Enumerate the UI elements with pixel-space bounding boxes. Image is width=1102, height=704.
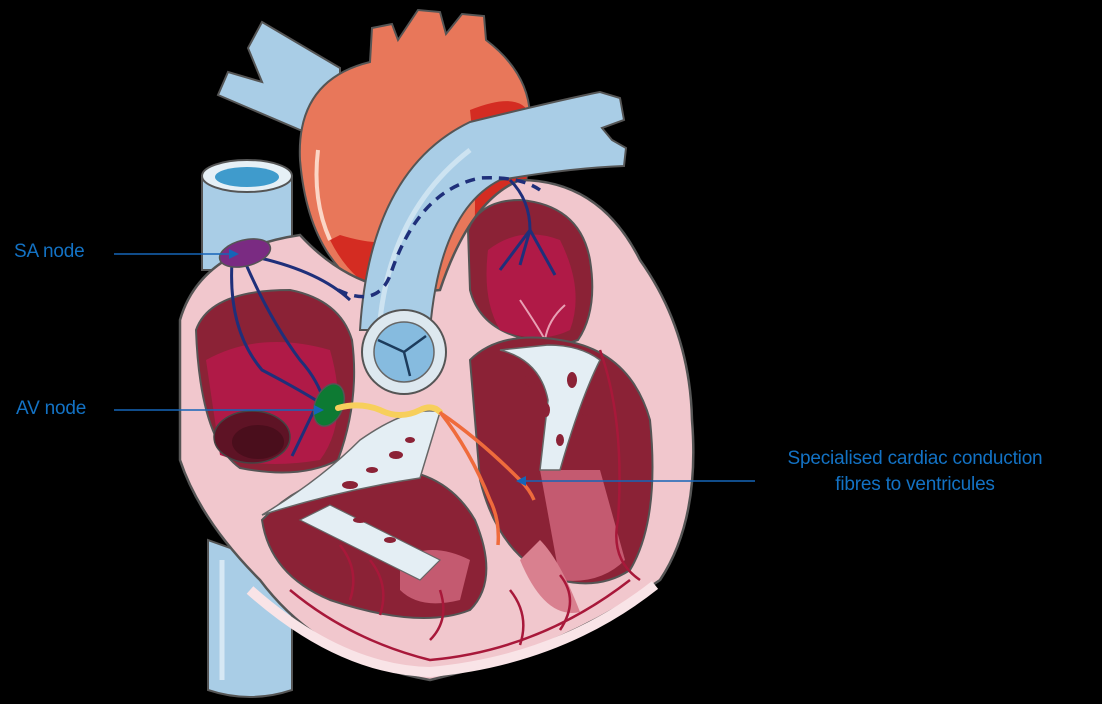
av-node-shape (312, 383, 346, 427)
coronary-vessels (289, 349, 641, 662)
bundle-of-his (335, 402, 443, 418)
sa-node-label: SA node (14, 241, 85, 262)
leader-lines (114, 249, 755, 486)
conduction-fibres-label-line-2: fibres to ventricules (835, 474, 995, 495)
pulmonary-artery (358, 90, 628, 331)
bachmann-bundle-dashed (337, 176, 542, 299)
mitral-chordae (499, 344, 601, 471)
right-atrium (194, 288, 356, 474)
tricuspid-chordae (261, 410, 442, 581)
av-node-label: AV node (16, 398, 87, 419)
semilunar-valve (361, 309, 447, 395)
internodal-pathways (230, 178, 557, 457)
conduction-fibres-label-line-1: Specialised cardiac conduction (787, 448, 1043, 469)
sa-node-shape (218, 238, 272, 268)
conduction-fibres-label: Specialised cardiac conduction fibres to… (748, 446, 1082, 498)
